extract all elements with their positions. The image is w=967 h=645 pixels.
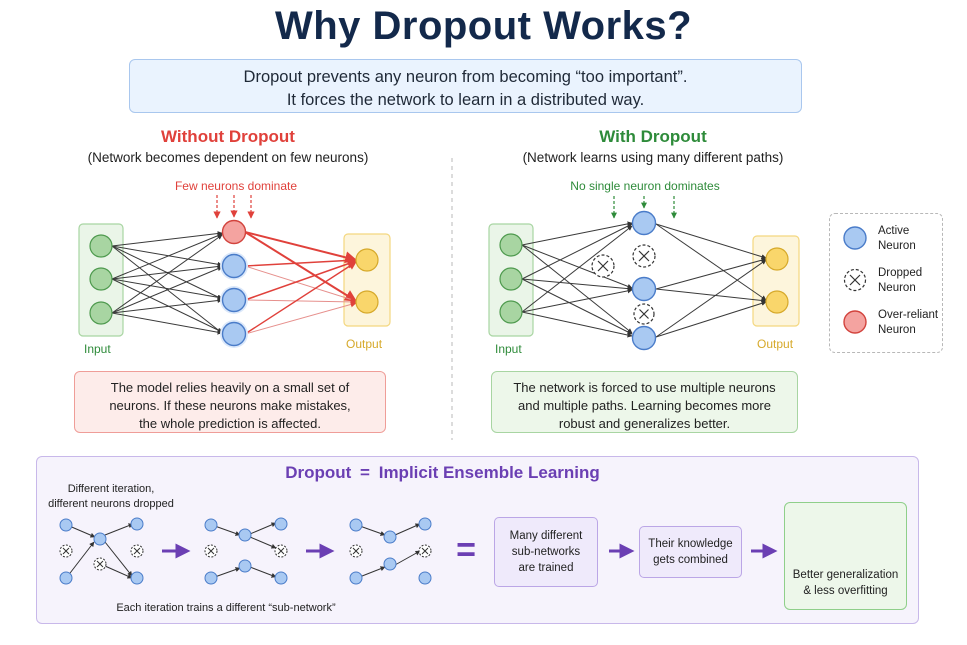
few-neurons-dominate-label: Few neurons dominate bbox=[174, 179, 298, 193]
ensemble-title-part: Implicit Ensemble Learning bbox=[378, 463, 600, 482]
input-neuron bbox=[499, 267, 523, 291]
hidden-neuron bbox=[631, 276, 657, 302]
legend-dropped-icon bbox=[843, 268, 867, 292]
box-line: gets combined bbox=[653, 554, 728, 566]
result-box: Better generalization & less overfitting bbox=[784, 502, 907, 610]
box-line: Many different bbox=[509, 530, 583, 542]
knowledge-combined-box: Their knowledge gets combined bbox=[639, 526, 742, 578]
hidden-output-connections bbox=[655, 223, 767, 338]
input-label: Input bbox=[495, 342, 522, 356]
no-single-neuron-label: No single neuron dominates bbox=[570, 179, 720, 193]
ensemble-footer: Each iteration trains a different “sub-n… bbox=[116, 602, 336, 614]
summary-box: Dropout prevents any neuron from becomin… bbox=[129, 59, 802, 113]
box-line: are trained bbox=[518, 562, 574, 574]
hidden-neuron bbox=[221, 287, 247, 313]
description-line: the whole prediction is affected. bbox=[139, 416, 321, 431]
legend-label: Neuron bbox=[878, 240, 916, 252]
input-neuron bbox=[89, 234, 113, 258]
output-label: Output bbox=[757, 337, 794, 351]
legend-overreliant-icon bbox=[843, 310, 867, 334]
summary-line-2: It forces the network to learn in a dist… bbox=[286, 91, 645, 109]
legend-active-icon bbox=[843, 226, 867, 250]
output-label: Output bbox=[346, 337, 383, 351]
legend-label: Active bbox=[878, 225, 910, 237]
description-line: The model relies heavily on a small set … bbox=[110, 380, 350, 395]
dropped-neuron bbox=[632, 244, 656, 268]
input-neuron bbox=[499, 300, 523, 324]
legend-label: Neuron bbox=[878, 324, 916, 336]
subnetwork-2 bbox=[204, 517, 288, 585]
input-neuron bbox=[499, 233, 523, 257]
ensemble-title-part: Dropout bbox=[285, 463, 352, 482]
hidden-neuron bbox=[221, 253, 247, 279]
description-line: The network is forced to use multiple ne… bbox=[513, 380, 776, 395]
input-neuron bbox=[89, 267, 113, 291]
hidden-neuron bbox=[221, 321, 247, 347]
input-neuron bbox=[89, 301, 113, 325]
equals-sign: = bbox=[456, 531, 476, 569]
output-neuron bbox=[355, 290, 379, 314]
output-neuron bbox=[355, 248, 379, 272]
input-label: Input bbox=[84, 342, 111, 356]
ensemble-title-equals: = bbox=[360, 463, 370, 482]
with-dropout-title: With Dropout bbox=[599, 127, 707, 146]
page-title: Why Dropout Works? bbox=[274, 4, 693, 48]
box-line: Their knowledge bbox=[648, 538, 733, 550]
legend-label: Neuron bbox=[878, 282, 916, 294]
hidden-output-connections bbox=[244, 231, 358, 335]
input-hidden-connections bbox=[521, 221, 633, 338]
summary-line-1: Dropout prevents any neuron from becomin… bbox=[243, 68, 688, 86]
legend-label: Dropped bbox=[878, 267, 923, 279]
iteration-note: Different iteration, different neurons d… bbox=[36, 482, 186, 512]
iteration-note-line: different neurons dropped bbox=[48, 498, 174, 510]
with-dropout-subtitle: (Network learns using many different pat… bbox=[522, 150, 784, 165]
dropped-neuron bbox=[633, 303, 655, 325]
dropped-neuron bbox=[591, 254, 615, 278]
subnetwork-3 bbox=[349, 517, 432, 585]
description-line: and multiple paths. Learning becomes mor… bbox=[518, 398, 771, 413]
without-dropout-subtitle: (Network becomes dependent on few neuron… bbox=[87, 150, 369, 165]
without-dropout-description: The model relies heavily on a small set … bbox=[74, 371, 386, 433]
box-line: sub-networks bbox=[511, 546, 581, 558]
box-line: & less overfitting bbox=[803, 585, 888, 597]
with-dropout-description: The network is forced to use multiple ne… bbox=[491, 371, 798, 433]
ensemble-title: Dropout = Implicit Ensemble Learning bbox=[36, 463, 919, 483]
hidden-neuron bbox=[631, 210, 657, 236]
output-neuron bbox=[765, 290, 789, 314]
box-line: Better generalization bbox=[792, 569, 899, 581]
no-dominate-arrows bbox=[611, 196, 677, 219]
subnetwork-1 bbox=[59, 517, 144, 585]
output-neuron bbox=[765, 247, 789, 271]
iteration-note-line: Different iteration, bbox=[67, 483, 155, 495]
over-reliant-neuron bbox=[221, 219, 247, 245]
subnetworks-trained-box: Many different sub-networks are trained bbox=[494, 517, 598, 587]
without-dropout-title: Without Dropout bbox=[161, 127, 295, 146]
description-line: robust and generalizes better. bbox=[558, 416, 731, 431]
description-line: neurons. If these neurons make mistakes, bbox=[109, 398, 351, 413]
ensemble-section bbox=[36, 456, 919, 624]
hidden-neuron bbox=[631, 325, 657, 351]
input-hidden-connections bbox=[111, 231, 223, 335]
dominate-arrows bbox=[213, 195, 255, 219]
legend-label: Over-reliant bbox=[878, 309, 939, 321]
